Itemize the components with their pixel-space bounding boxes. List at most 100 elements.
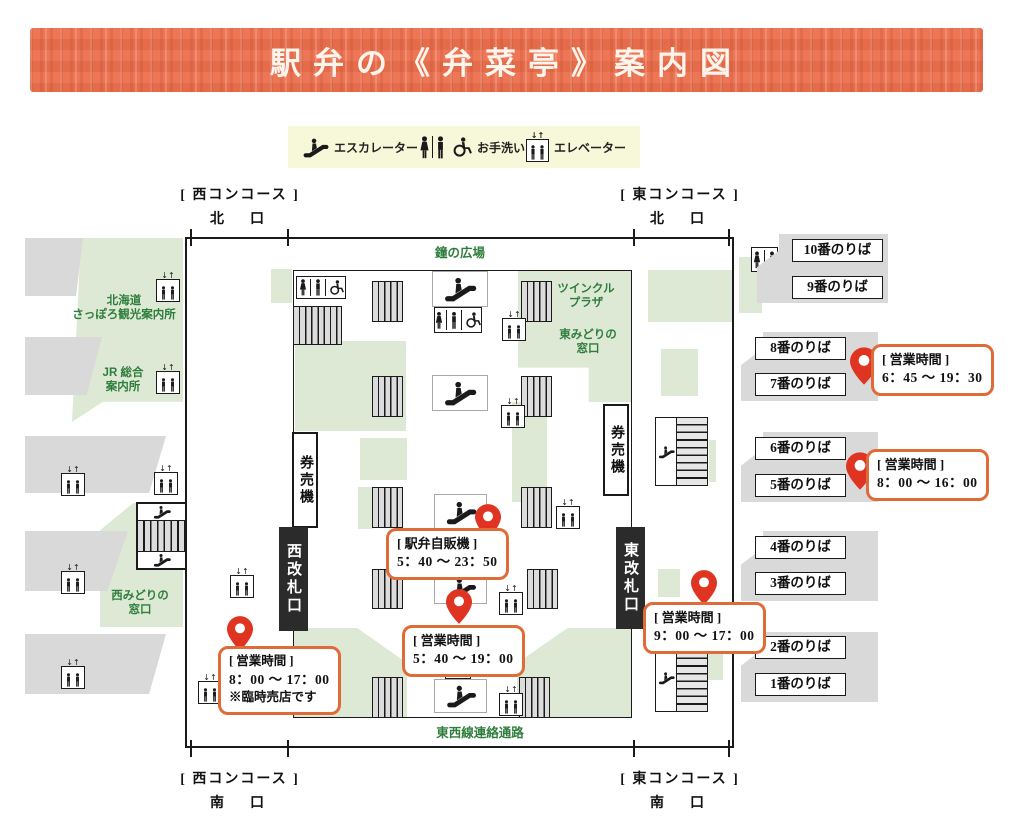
elevator-icon: ↓↑ (526, 132, 549, 162)
label-east-south: [ 東コンコース ] 南 口 (620, 772, 740, 811)
escalator-icon (432, 375, 488, 411)
legend-bar: エスカレーター お手洗い ↓↑ エレベーター (288, 126, 640, 168)
map-pin-icon (446, 589, 472, 624)
elevator-icon: ↓↑ (154, 465, 178, 495)
east-gate: 東改札口 (616, 527, 645, 629)
callout-center-shop: [ 営業時間 ] 5：40 ～ 19：00 (402, 625, 525, 678)
entrance-tick (190, 229, 192, 246)
label-west-south: [ 西コンコース ] 南 口 (180, 772, 300, 811)
elevator-icon: ↓↑ (156, 364, 180, 394)
map-pin-icon (691, 570, 717, 605)
ticket-machine-west: 券売機 (292, 432, 318, 528)
label-east-north: [ 東コンコース ] 北 口 (620, 188, 740, 227)
elevator-icon: ↓↑ (156, 272, 180, 302)
elevator-icon: ↓↑ (501, 398, 525, 428)
west-midori-label: 西みどりの 窓口 (111, 590, 169, 617)
page-title: 駅弁の《弁菜亭》案内図 (270, 45, 743, 81)
stairs-block (372, 281, 403, 322)
wheelchair-icon (452, 137, 472, 157)
stairs-block (372, 376, 403, 417)
platform-label-3: 3番のりば (755, 572, 846, 595)
ticket-machine-east: 券売機 (603, 404, 629, 496)
escalator-icon (656, 418, 676, 485)
woman-icon (419, 136, 430, 159)
label-west-north: [ 西コンコース ] 北 口 (180, 188, 300, 227)
entrance-tick (728, 229, 730, 246)
legend-escalator-label: エスカレーター (334, 140, 419, 155)
escalator-icon (302, 137, 329, 158)
callout-vending: [ 駅弁自販機 ] 5：40 ～ 23：50 (386, 528, 509, 581)
west-gate: 西改札口 (279, 527, 308, 631)
callout-west-shop: [ 営業時間 ] 8：00 ～ 17：00 ※臨時売店です (218, 646, 341, 715)
escalator-icon (432, 271, 488, 307)
stairs-stripes (676, 644, 707, 711)
elevator-icon: ↓↑ (499, 686, 523, 716)
green-area (709, 440, 716, 482)
callout-platform-7-8-shop: [ 営業時間 ] 6：45 ～ 19：30 (871, 344, 994, 397)
west-platform-band (25, 436, 166, 493)
elevator-icon: ↓↑ (230, 568, 254, 598)
elevator-icon: ↓↑ (61, 659, 85, 689)
entrance-tick (633, 229, 635, 246)
stairs-block (527, 569, 558, 609)
stairs-block (519, 677, 550, 718)
elevator-icon: ↓↑ (499, 585, 523, 615)
platform-label-2: 2番のりば (755, 636, 846, 659)
green-area (358, 487, 373, 529)
east-stairs-block (655, 417, 708, 486)
restroom-icon (296, 276, 346, 299)
restroom-icon (434, 307, 482, 333)
callout-east-gate-shop: [ 営業時間 ] 9：00 ～ 17：00 (643, 602, 766, 655)
stairs-block (521, 376, 552, 417)
wheelchair-icon (329, 280, 344, 295)
entrance-tick (287, 740, 289, 757)
restroom-divider (432, 136, 433, 158)
platform-label-1: 1番のりば (755, 673, 846, 696)
platform-label-9: 9番のりば (792, 276, 883, 299)
west-platform-band (25, 634, 166, 694)
platform-label-4: 4番のりば (755, 536, 846, 559)
west-stairs-block (136, 502, 187, 570)
elevator-icon: ↓↑ (61, 564, 85, 594)
platform-label-8: 8番のりば (755, 337, 846, 360)
bell-plaza-label: 鐘の広場 (434, 246, 485, 260)
green-area (360, 438, 407, 480)
escalator-icon (434, 679, 487, 713)
stairs-block (521, 487, 552, 528)
twinkle-plaza-label: ツインクル プラザ (557, 283, 615, 310)
entrance-tick (190, 740, 192, 757)
tozai-passage-label: 東西線連絡通路 (436, 726, 524, 740)
entrance-tick (633, 740, 635, 757)
stairs-stripes (138, 520, 185, 552)
green-area (708, 649, 723, 680)
stairs-block (293, 306, 342, 345)
elevator-icon: ↓↑ (556, 499, 580, 529)
header-banner: 駅弁の《弁菜亭》案内図 (30, 28, 983, 92)
platform-label-10: 10番のりば (792, 239, 883, 262)
stairs-block (372, 487, 403, 528)
map-outer-border (185, 237, 734, 748)
platform-label-7: 7番のりば (755, 373, 846, 396)
jr-info-label: JR 総合 案内所 (102, 367, 144, 394)
stairs-block (521, 281, 552, 322)
platform-label-6: 6番のりば (755, 437, 846, 460)
escalator-icon (138, 504, 185, 520)
east-midori-label: 東みどりの 窓口 (559, 329, 617, 356)
escalator-icon (138, 552, 185, 568)
green-area (658, 569, 680, 597)
green-area (271, 269, 292, 303)
green-area (648, 270, 732, 322)
green-area (661, 349, 698, 396)
legend-elevator-label: エレベーター (554, 140, 627, 155)
entrance-tick (287, 229, 289, 246)
man-icon (435, 136, 446, 159)
wheelchair-icon (465, 312, 481, 328)
stairs-stripes (676, 418, 707, 485)
elevator-icon: ↓↑ (502, 311, 526, 341)
east-stairs-block (655, 643, 708, 712)
platform-label-5: 5番のりば (755, 474, 846, 497)
callout-platform-5-6-shop: [ 営業時間 ] 8：00 ～ 16：00 (866, 449, 989, 502)
west-platform-band (25, 238, 83, 296)
legend-restroom-label: お手洗い (477, 140, 526, 155)
